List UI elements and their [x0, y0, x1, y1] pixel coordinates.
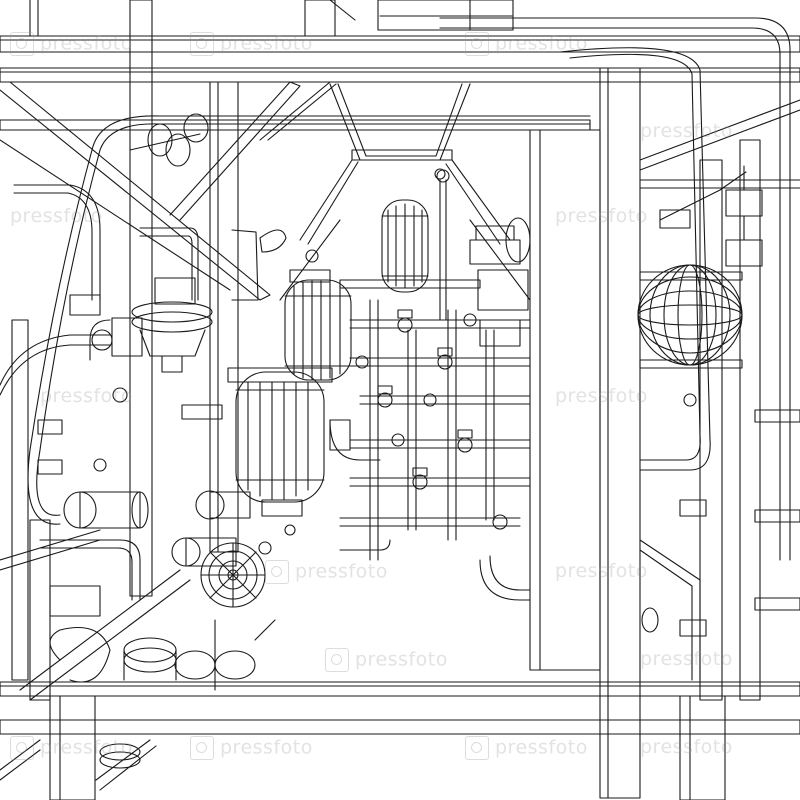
- bottom-frame: [0, 681, 800, 800]
- center-pipe-manifold: [329, 299, 531, 561]
- bottom-left-diagonal-pipes: [19, 569, 276, 701]
- instrument-gauges: [37, 168, 697, 555]
- lower-left-pumps: [0, 490, 251, 617]
- right-column: [529, 67, 800, 799]
- middle-vessel: [284, 269, 352, 381]
- center-vessel-pair: [381, 199, 429, 293]
- main-filter-vessel: [227, 367, 333, 517]
- manifold-valves: [355, 309, 508, 530]
- top-frame-beams: [0, 0, 800, 131]
- right-equipment-stack: [436, 165, 763, 347]
- left-columns: [11, 35, 239, 701]
- lower-fan-housing: [200, 542, 266, 608]
- top-pipe-loop: [91, 17, 791, 561]
- spherical-tank: [637, 264, 743, 369]
- upper-left-pipe-stubs: [129, 113, 287, 301]
- truss-braces: [0, 81, 531, 301]
- upper-left-control-valve: [69, 277, 213, 373]
- lower-right-drain-pipes: [479, 499, 707, 681]
- left-curved-pipe: [0, 149, 111, 525]
